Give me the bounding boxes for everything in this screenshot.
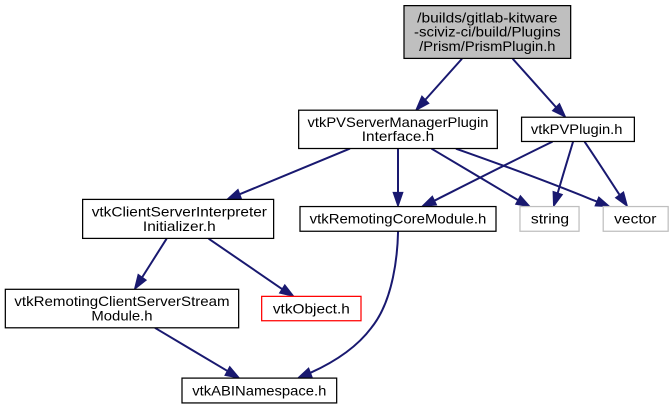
svg-text:/builds/gitlab-kitware: /builds/gitlab-kitware — [417, 10, 558, 26]
svg-text:/Prism/PrismPlugin.h: /Prism/PrismPlugin.h — [419, 38, 555, 54]
svg-text:vtkRemotingCoreModule.h: vtkRemotingCoreModule.h — [310, 211, 487, 227]
svg-text:Module.h: Module.h — [91, 307, 152, 323]
svg-text:vtkPVPlugin.h: vtkPVPlugin.h — [531, 121, 623, 137]
svg-text:vtkClientServerInterpreter: vtkClientServerInterpreter — [92, 204, 268, 220]
svg-text:Interface.h: Interface.h — [362, 128, 434, 144]
svg-text:vtkPVServerManagerPlugin: vtkPVServerManagerPlugin — [308, 114, 489, 130]
svg-text:vtkRemotingClientServerStream: vtkRemotingClientServerStream — [14, 293, 229, 309]
svg-text:vector: vector — [614, 211, 657, 227]
svg-text:-sciviz-ci/build/Plugins: -sciviz-ci/build/Plugins — [414, 24, 561, 40]
svg-text:Initializer.h: Initializer.h — [143, 218, 216, 234]
svg-text:vtkObject.h: vtkObject.h — [273, 300, 350, 316]
svg-text:string: string — [531, 211, 569, 227]
svg-text:vtkABINamespace.h: vtkABINamespace.h — [192, 382, 326, 398]
